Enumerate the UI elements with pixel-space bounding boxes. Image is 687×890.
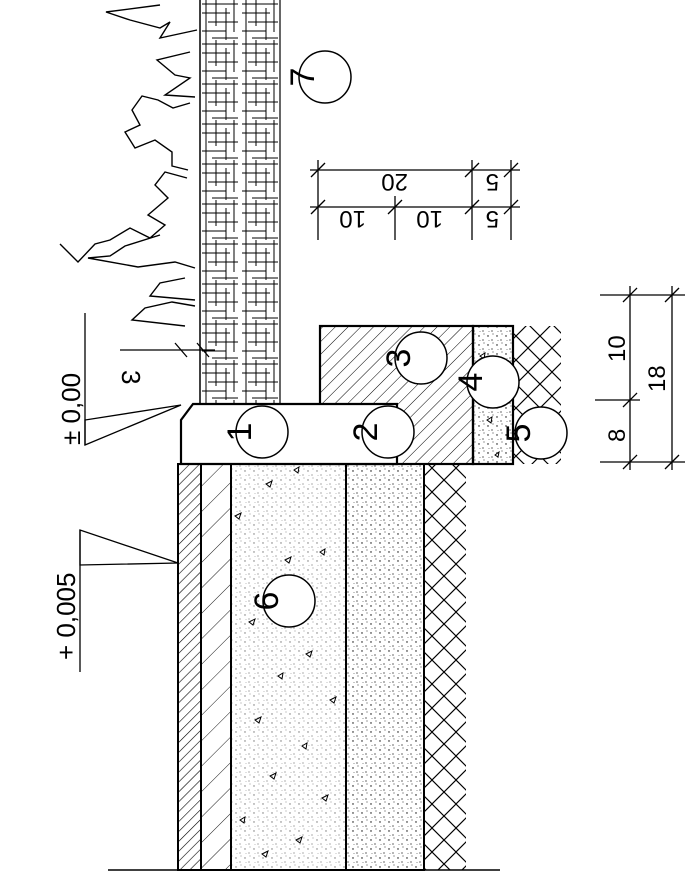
grass-surface-layer (199, 0, 281, 405)
dim-bottom-b: 10 (416, 205, 443, 232)
dim-bottom-c: 5 (486, 205, 499, 232)
callout-1: 1 (221, 405, 289, 459)
right-dimension-lines (595, 286, 685, 470)
dim-top-total: 20 (381, 168, 408, 195)
vegetation-edge-line (59, 4, 198, 327)
svg-text:6: 6 (248, 592, 286, 611)
concrete-base-layer (230, 463, 347, 871)
level-marker-lower (79, 529, 179, 672)
binder-layer (200, 463, 232, 871)
callout-2: 2 (347, 405, 415, 459)
aggregate-marks (234, 352, 500, 858)
svg-text:1: 1 (221, 423, 259, 442)
offset-dimension-label: 3 (116, 370, 146, 384)
level-marker-upper (84, 313, 182, 446)
top-dimension-lines (310, 160, 520, 240)
svg-text:3: 3 (380, 349, 418, 368)
sand-layer (345, 463, 425, 871)
callout-6: 6 (248, 574, 316, 628)
svg-text:2: 2 (347, 423, 385, 442)
level-label-lower: + 0,005 (51, 573, 81, 660)
callout-4: 4 (452, 355, 520, 409)
svg-text:4: 4 (452, 373, 490, 392)
svg-text:5: 5 (500, 424, 538, 443)
dim-top-right: 5 (486, 168, 499, 195)
callout-7: 7 (284, 50, 352, 104)
dim-right-total: 18 (644, 365, 671, 392)
dim-right-a: 10 (604, 335, 631, 362)
compacted-subgrade (424, 464, 466, 870)
asphalt-layer (177, 463, 202, 871)
offset-dimension (120, 342, 215, 358)
dim-bottom-a: 10 (339, 205, 366, 232)
dim-right-b: 8 (604, 429, 631, 442)
svg-text:7: 7 (284, 68, 322, 87)
callout-3: 3 (380, 331, 448, 385)
callout-5: 5 (500, 406, 568, 460)
level-label-upper: ± 0,00 (56, 373, 86, 445)
